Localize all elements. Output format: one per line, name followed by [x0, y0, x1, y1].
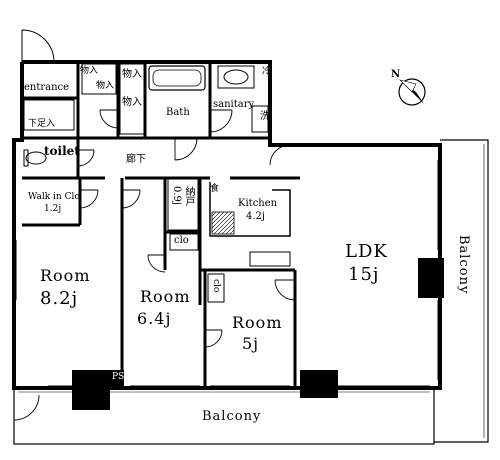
compass-label: N — [391, 69, 401, 80]
walk-in-closet-label: Walk in Clo — [28, 192, 80, 202]
entrance-door — [21, 29, 55, 63]
ps-label: PS — [112, 372, 125, 382]
walk-in-closet-area: 1.2j — [44, 204, 62, 214]
closet-label-top-b: 物入 — [122, 69, 142, 80]
closets — [23, 63, 225, 303]
entrance-label: entrance — [24, 82, 70, 93]
fridge-label: 冷 — [262, 67, 272, 77]
room1-label: Room — [40, 266, 91, 285]
cupboard-label: 食 — [210, 184, 220, 194]
room3-label: Room — [232, 313, 283, 332]
kitchen-counter — [209, 182, 291, 267]
washbasin — [217, 65, 255, 89]
north-compass-icon — [398, 78, 426, 106]
bathtub — [148, 65, 206, 91]
balcony-right — [434, 139, 489, 443]
room2-area: 6.4j — [137, 309, 172, 328]
laundry-pan — [251, 105, 269, 133]
clo-label-a: clo — [174, 235, 189, 246]
ldk-area: 15j — [348, 264, 380, 285]
toilet-fixture — [23, 149, 47, 167]
kitchen-label: Kitchen — [238, 198, 278, 209]
toilet-label: toilet — [44, 144, 80, 158]
closet-label-top-a: 物入 — [80, 66, 99, 76]
storage-area: 0.9j — [171, 186, 182, 206]
bath-label: Bath — [166, 107, 190, 118]
kitchen-area: 4.2j — [246, 211, 266, 222]
room1-area: 8.2j — [40, 288, 79, 309]
room2-label: Room — [140, 287, 191, 306]
room3-area: 5j — [242, 334, 260, 353]
shoe-closet-label: 下足入 — [28, 119, 56, 129]
hallway-label: 廊下 — [126, 154, 146, 165]
laundry-label: 洗 — [260, 111, 270, 122]
storage-label: 納戸 — [183, 186, 194, 206]
clo-label-b: clo — [211, 279, 221, 293]
balcony-bottom-label: Balcony — [202, 409, 262, 424]
closet-label-mid: 物入 — [122, 97, 142, 108]
balcony-right-label: Balcony — [456, 235, 471, 295]
closet-label-small: 物入 — [96, 81, 115, 91]
doors — [13, 109, 296, 421]
columns — [72, 258, 444, 410]
ldk-label: LDK — [345, 241, 388, 262]
sanitary-label: sanitary — [213, 99, 255, 110]
